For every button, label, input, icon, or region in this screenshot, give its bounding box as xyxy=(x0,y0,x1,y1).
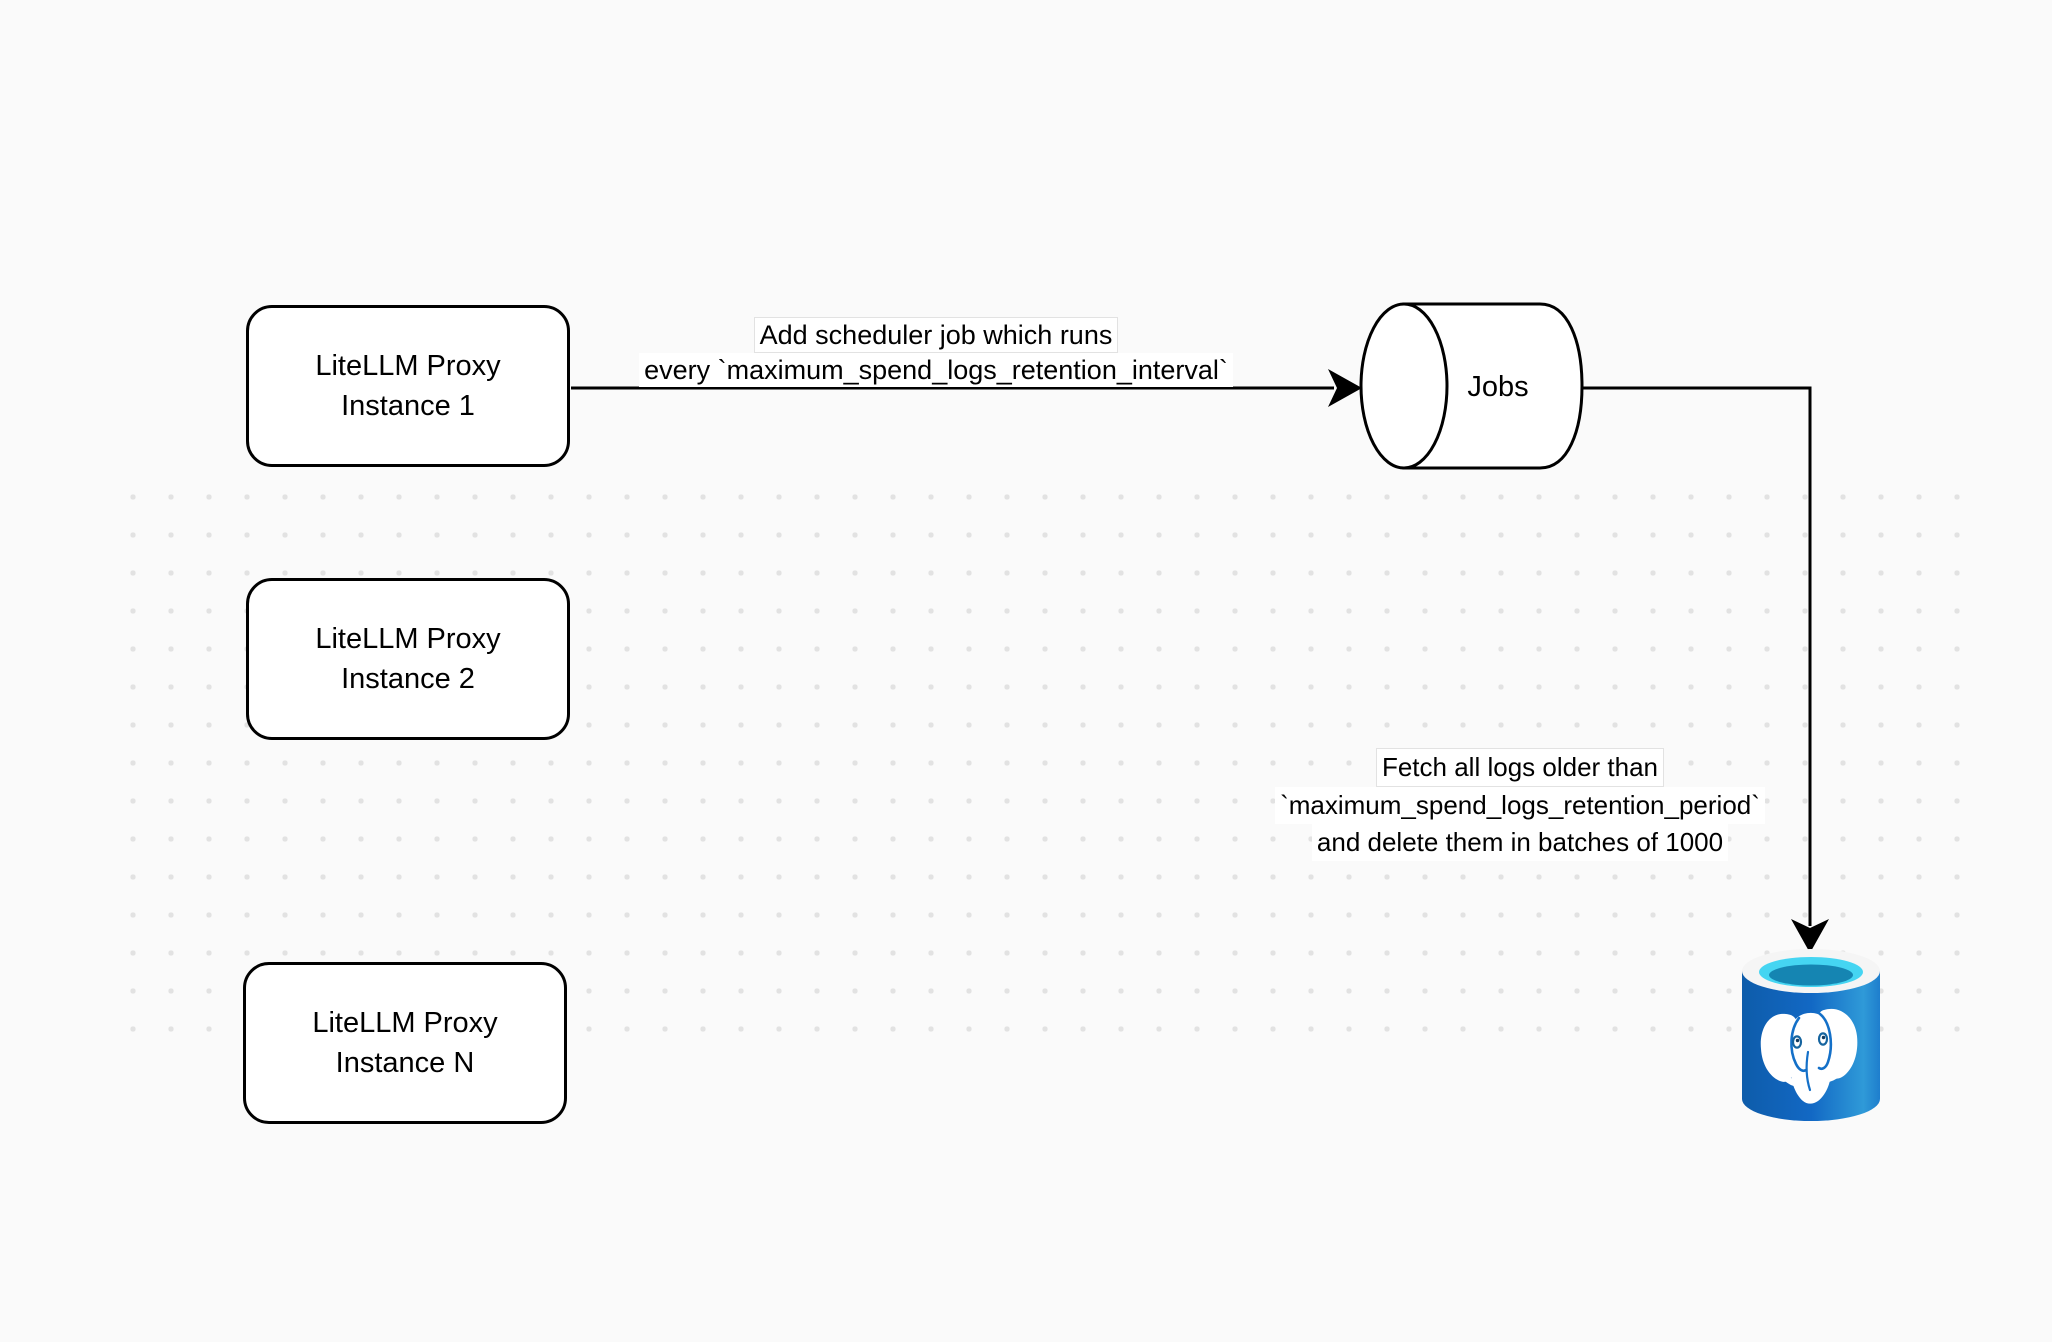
postgresql-database-icon xyxy=(1742,949,1880,1121)
jobs-cylinder-shape xyxy=(1359,302,1584,470)
arrowhead-right-icon xyxy=(1328,369,1362,407)
node-label-line: LiteLLM Proxy xyxy=(315,350,501,382)
arrowhead-down-icon xyxy=(1791,919,1829,953)
edge-label-line: Fetch all logs older than xyxy=(1375,748,1665,787)
node-jobs-label: Jobs xyxy=(1467,371,1529,403)
node-label-line: LiteLLM Proxy xyxy=(312,1007,498,1039)
node-litellm-proxy-instance-1: LiteLLM Proxy Instance 1 xyxy=(246,305,570,467)
node-label-line: Instance N xyxy=(335,1047,475,1079)
node-litellm-proxy-instance-n: LiteLLM Proxy Instance N xyxy=(243,962,567,1124)
edge-scheduler-arrow xyxy=(571,369,1362,407)
node-label-line: Instance 2 xyxy=(341,663,475,695)
edge-label-scheduler: Add scheduler job which runs every `maxi… xyxy=(596,317,1276,387)
edge-label-delete: Fetch all logs older than `maximum_spend… xyxy=(1180,748,1860,861)
edge-label-line: every `maximum_spend_logs_retention_inte… xyxy=(639,353,1233,387)
node-litellm-proxy-instance-2: LiteLLM Proxy Instance 2 xyxy=(246,578,570,740)
grid-dots-background xyxy=(114,478,1978,1048)
postgres-elephant-icon xyxy=(1760,1008,1858,1104)
node-label-line: LiteLLM Proxy xyxy=(315,623,501,655)
edge-delete-arrow xyxy=(1582,386,1829,953)
edge-label-line: `maximum_spend_logs_retention_period` xyxy=(1275,787,1765,824)
node-label-line: Instance 1 xyxy=(341,390,475,422)
edge-label-line: and delete them in batches of 1000 xyxy=(1311,824,1729,861)
edge-label-line: Add scheduler job which runs xyxy=(753,317,1119,353)
